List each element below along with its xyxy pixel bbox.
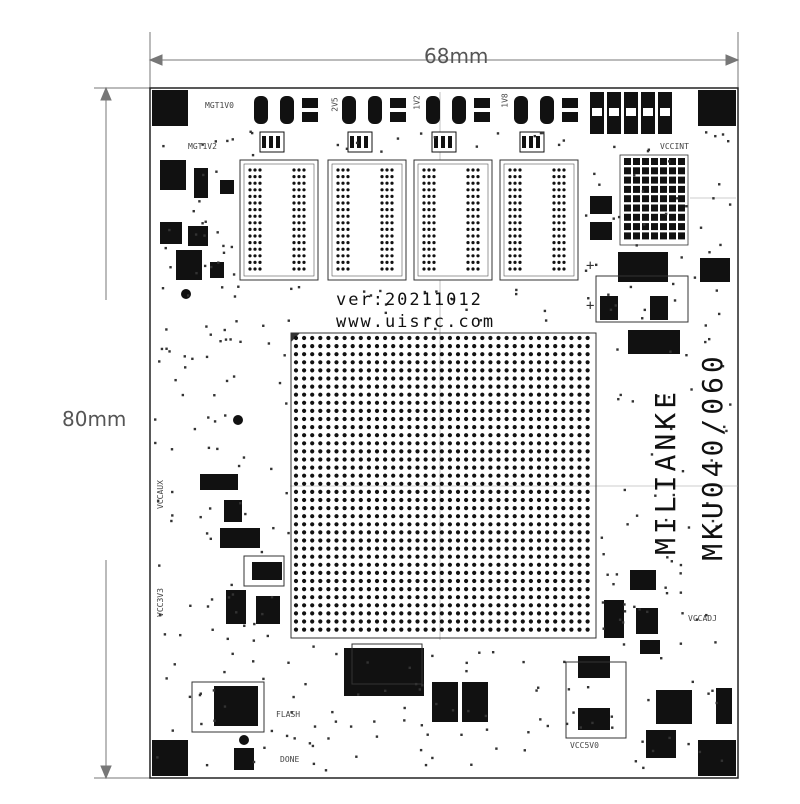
website-text: www.uisrc.com <box>336 312 496 332</box>
vccint-regulator-pads <box>624 158 685 240</box>
ddr-chips <box>239 159 579 281</box>
corner-pad-tl <box>152 90 188 126</box>
label-vcc5v0: VCC5V0 <box>570 741 599 750</box>
label-vccint: VCCINT <box>660 142 689 151</box>
label-flash: FLASH <box>276 710 301 719</box>
fpga-bga-balls <box>293 335 590 632</box>
label-1v8: 1V8 <box>500 93 510 108</box>
misc-components <box>160 160 732 770</box>
fpga-outline <box>290 332 597 639</box>
model-text: MKU040/060 <box>695 352 729 561</box>
polarity-mark-1: + <box>586 258 595 274</box>
width-dimension-label: 68mm <box>424 44 489 68</box>
label-mgt1v2: MGT1V2 <box>188 142 217 151</box>
version-text: ver:20211012 <box>336 290 483 310</box>
top-inductors <box>254 96 578 153</box>
label-mgt1v0: MGT1V0 <box>205 101 234 110</box>
label-done: DONE <box>280 755 300 764</box>
dimension-height <box>94 86 150 780</box>
height-dimension-label: 80mm <box>62 407 127 431</box>
label-vccadj: VCCADJ <box>688 614 717 623</box>
top-right-capacitor-bank <box>590 92 672 134</box>
dimension-width <box>148 32 740 88</box>
label-vccaux: VCCAUX <box>155 480 165 509</box>
brand-text: MILIANKE <box>648 388 682 555</box>
label-2v5: 2V5 <box>330 97 340 112</box>
corner-pad-br <box>698 740 736 776</box>
label-1v2: 1V2 <box>412 95 422 110</box>
label-vcc3v3: VCC3V3 <box>155 588 165 617</box>
vias <box>154 130 732 772</box>
polarity-mark-2: + <box>586 298 595 314</box>
corner-pad-tr <box>698 90 736 126</box>
vccint-regulator-outline <box>619 154 689 246</box>
